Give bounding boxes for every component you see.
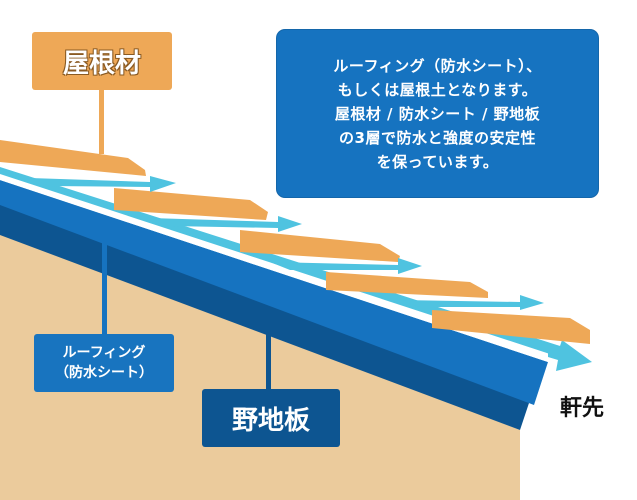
house-wall bbox=[0, 230, 520, 500]
info-box: ルーフィング（防水シート）、 もしくは屋根土となります。 屋根材 / 防水シート… bbox=[277, 30, 598, 197]
roofing-sheet bbox=[0, 167, 560, 356]
eaves-label: 軒先 bbox=[560, 396, 605, 421]
sheathing-board-side bbox=[0, 200, 530, 430]
info-line: を保っています。 bbox=[376, 152, 499, 171]
info-line: の3層で防水と強度の安定性 bbox=[339, 128, 536, 147]
info-line: 屋根材 / 防水シート / 野地板 bbox=[334, 104, 541, 123]
sheathing-label: 野地板 bbox=[202, 389, 340, 447]
roofing-sheet-label: ルーフィング （防水シート） bbox=[34, 334, 174, 392]
sheathing-board-top bbox=[0, 180, 548, 405]
roofing-sheet-text-line1: ルーフィング bbox=[62, 345, 146, 361]
info-line: もしくは屋根土となります。 bbox=[337, 80, 538, 99]
roof-tiles bbox=[0, 140, 590, 344]
info-line: ルーフィング（防水シート）、 bbox=[333, 56, 542, 75]
roofing-sheet-leader bbox=[102, 222, 107, 334]
sheathing-text: 野地板 bbox=[231, 405, 310, 436]
eaves-water-arrow bbox=[548, 340, 592, 371]
roof-material-label: 屋根材 bbox=[32, 32, 172, 90]
roofing-sheet-text-line2: （防水シート） bbox=[55, 365, 153, 381]
roof-material-leader bbox=[99, 88, 104, 154]
roof-material-text: 屋根材 bbox=[62, 48, 141, 79]
sheathing-leader bbox=[266, 318, 271, 390]
gap-line bbox=[0, 174, 552, 362]
water-flow-arrows bbox=[30, 176, 544, 310]
